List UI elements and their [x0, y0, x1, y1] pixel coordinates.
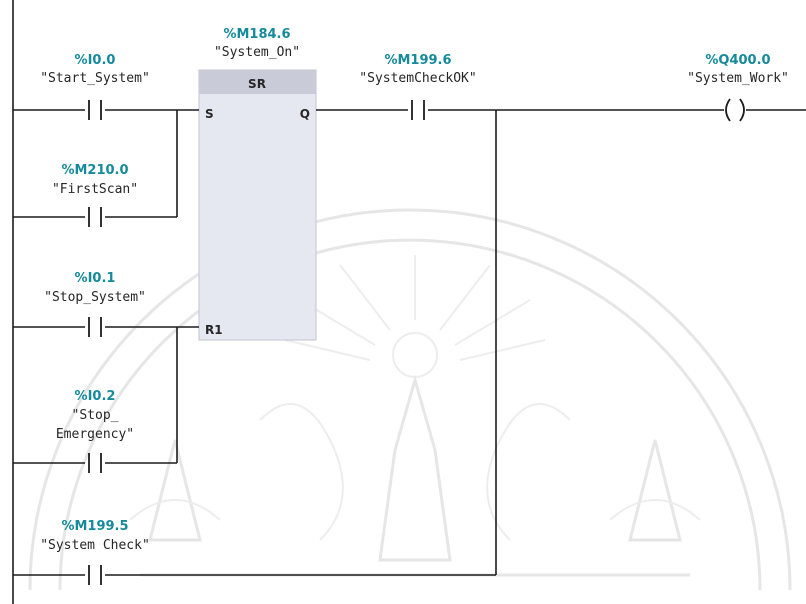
contact-first-scan-address: %M210.0: [61, 163, 128, 178]
contact-system-check-ok-address: %M199.6: [384, 53, 451, 68]
sr-block-type: SR: [248, 77, 266, 91]
contact-system-check-address: %M199.5: [61, 519, 128, 534]
contact-system-check-symbol[interactable]: [88, 565, 102, 585]
contact-start-system-symbol[interactable]: [88, 100, 102, 120]
contact-stop-system-symbol-label: "Stop_System": [44, 290, 146, 305]
contact-first-scan-symbol-label: "FirstScan": [52, 182, 138, 197]
coil-system-work-symbol-label: "System_Work": [687, 71, 789, 86]
contact-stop-emergency-symbol-line1: "Stop_: [72, 408, 119, 423]
contact-start-system-symbol-label: "Start_System": [40, 71, 150, 86]
contact-stop-system-symbol[interactable]: [88, 317, 102, 337]
contact-stop-emergency-symbol[interactable]: [88, 453, 102, 473]
contact-system-check-ok-symbol[interactable]: [411, 100, 425, 120]
sr-block-body: [198, 69, 317, 341]
watermark-seal: [28, 208, 792, 591]
sr-output-pin: Q: [300, 107, 310, 121]
sr-block-address: %M184.6: [223, 27, 290, 42]
contact-stop-emergency-symbol-line2: Emergency": [56, 427, 134, 442]
rung-wires: [13, 109, 806, 576]
coil-system-work-symbol[interactable]: [725, 98, 745, 122]
sr-set-pin: S: [205, 107, 214, 121]
contact-system-check-symbol-label: "System Check": [40, 538, 150, 553]
sr-block-header: [199, 70, 316, 94]
contact-start-system-address: %I0.0: [75, 53, 116, 68]
sr-reset-pin: R1: [205, 323, 223, 337]
contact-stop-system-address: %I0.1: [75, 271, 116, 286]
contact-stop-emergency-address: %I0.2: [75, 389, 116, 404]
sr-block[interactable]: SR S Q R1: [198, 69, 317, 341]
sr-block-symbol: "System_On": [214, 45, 300, 60]
contact-first-scan-symbol[interactable]: [88, 207, 102, 227]
coil-system-work-address: %Q400.0: [705, 53, 770, 68]
contact-system-check-ok-symbol-label: "SystemCheckOK": [359, 71, 476, 86]
